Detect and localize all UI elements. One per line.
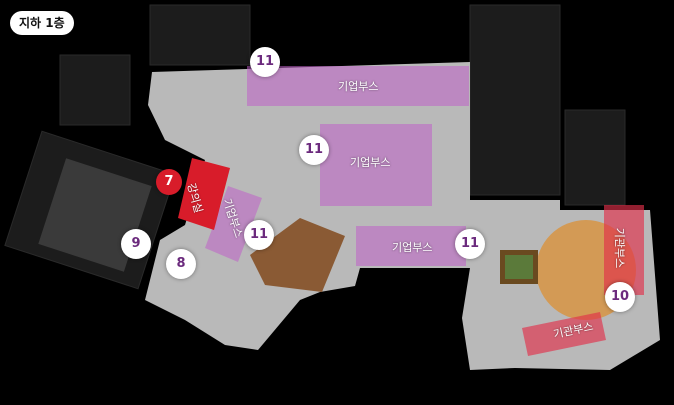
corp-booth-lower-label: 기업부스: [392, 241, 433, 254]
marker-10[interactable]: 10: [605, 282, 635, 312]
corp-booth-center-label: 기업부스: [350, 156, 391, 169]
corp-booth-top-label: 기업부스: [338, 80, 379, 93]
lounge-plant: [505, 255, 533, 279]
dark-block: [59, 54, 131, 126]
marker-11-center[interactable]: 11: [299, 135, 329, 165]
top-dark-block: [149, 4, 251, 66]
org-booth-right-label: 기관부스: [613, 227, 627, 269]
marker-7[interactable]: 7: [156, 169, 182, 195]
zone-org-right: [604, 205, 644, 295]
zone-lecture: [178, 158, 230, 230]
zone-corp-top: [247, 66, 469, 106]
marker-9[interactable]: 9: [121, 229, 151, 259]
zone-corp-left: [205, 186, 262, 262]
right-small-block: [564, 109, 626, 206]
zone-corp-center: [320, 124, 432, 206]
zone-org-bottom: [522, 312, 606, 356]
marker-11-top[interactable]: 11: [250, 47, 280, 77]
zone-corp-lower: [356, 226, 466, 266]
marker-11-lower[interactable]: 11: [455, 229, 485, 259]
main-floor: [145, 62, 660, 370]
marker-8[interactable]: 8: [166, 249, 196, 279]
floor-badge: 지하 1층: [10, 11, 74, 35]
marker-11-left[interactable]: 11: [244, 220, 274, 250]
wooden-floor: [250, 218, 345, 292]
right-dark-block: [469, 4, 561, 196]
